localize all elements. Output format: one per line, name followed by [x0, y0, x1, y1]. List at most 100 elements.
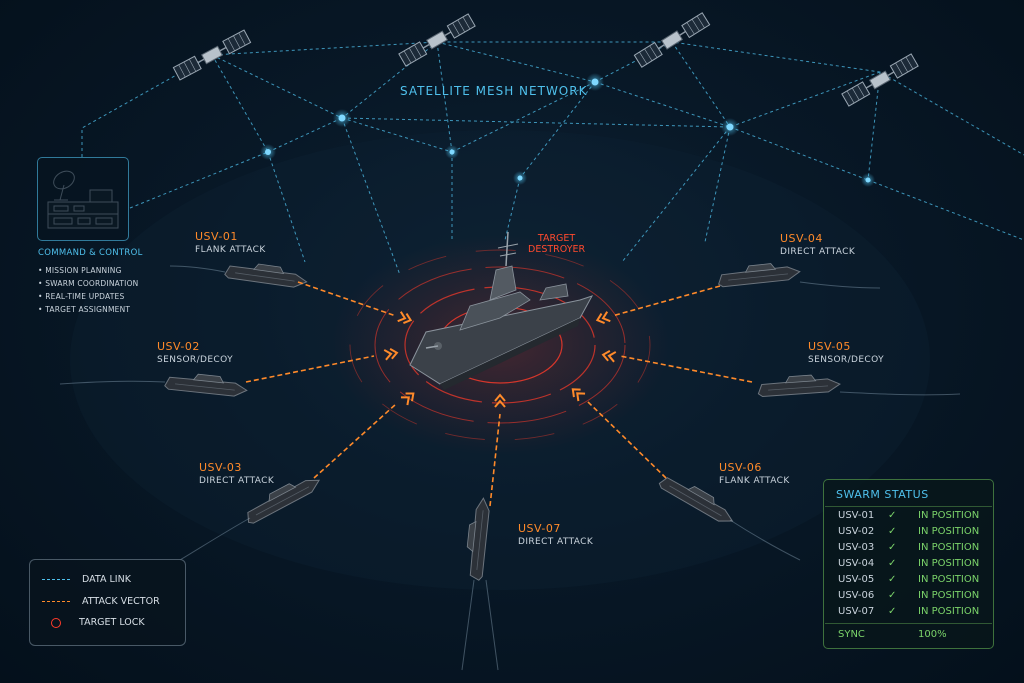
- data-link-line: [504, 177, 521, 241]
- data-link-line: [211, 54, 343, 119]
- status-state: IN POSITION: [918, 526, 980, 537]
- status-state: IN POSITION: [918, 558, 980, 569]
- satellite-icon: [633, 12, 711, 68]
- status-usv-id: USV-05: [838, 574, 875, 585]
- status-usv-id: USV-03: [838, 542, 875, 553]
- usv-label-02: USV-02 SENSOR/DECOY: [157, 340, 233, 365]
- status-usv-id: USV-01: [838, 510, 875, 521]
- attack-vectors: [245, 281, 753, 507]
- legend-label: DATA LINK: [82, 574, 131, 585]
- attack-vector-line: [619, 355, 753, 383]
- usv-role: FLANK ATTACK: [195, 245, 266, 255]
- status-row: USV-04 ✓ IN POSITION: [838, 558, 988, 574]
- legend-label: ATTACK VECTOR: [82, 596, 160, 607]
- command-control-item: TARGET ASSIGNMENT: [38, 303, 139, 316]
- divider: [825, 506, 992, 507]
- target-destroyer-ship: [409, 231, 594, 390]
- status-row: USV-03 ✓ IN POSITION: [838, 542, 988, 558]
- status-usv-id: USV-02: [838, 526, 875, 537]
- attack-vector-line: [585, 399, 667, 479]
- target-label: TARGET DESTROYER: [528, 233, 585, 255]
- check-icon: ✓: [888, 606, 897, 617]
- data-link-line: [436, 41, 596, 83]
- status-state: IN POSITION: [918, 606, 980, 617]
- usv-role: FLANK ATTACK: [719, 476, 790, 486]
- swarm-status-title: SWARM STATUS: [836, 488, 929, 501]
- usv-label-07: USV-07 DIRECT ATTACK: [518, 522, 593, 547]
- data-link-line: [341, 117, 401, 276]
- boat-wakes: [59, 265, 961, 671]
- usv-name: USV-05: [808, 340, 851, 353]
- status-row: USV-07 ✓ IN POSITION: [838, 606, 988, 622]
- data-link-line: [267, 117, 343, 153]
- divider: [825, 623, 992, 624]
- command-control-list: MISSION PLANNING SWARM COORDINATION REAL…: [38, 264, 139, 316]
- legend-item-data-link: DATA LINK: [42, 574, 131, 588]
- usv-role: DIRECT ATTACK: [518, 537, 594, 547]
- usv-role: DIRECT ATTACK: [780, 247, 856, 257]
- data-link-line: [867, 179, 1024, 241]
- data-link-line: [341, 117, 453, 153]
- usv-name: USV-04: [780, 232, 823, 245]
- data-link-line: [211, 54, 269, 153]
- data-link-line: [867, 71, 881, 181]
- status-state: IN POSITION: [918, 542, 980, 553]
- status-row: USV-05 ✓ IN POSITION: [838, 574, 988, 590]
- satellite-icon: [172, 29, 252, 81]
- legend-item-target-lock: TARGET LOCK: [42, 617, 145, 631]
- data-links: [81, 41, 1024, 276]
- usv-label-05: USV-05 SENSOR/DECOY: [808, 340, 884, 365]
- usv-role: SENSOR/DECOY: [157, 355, 234, 365]
- usv-role: DIRECT ATTACK: [199, 476, 275, 486]
- usv-name: USV-06: [719, 461, 762, 474]
- usv-label-04: USV-04 DIRECT ATTACK: [780, 232, 855, 257]
- data-link-line: [451, 81, 596, 153]
- data-link-line: [267, 151, 306, 263]
- attack-vector-line: [313, 403, 397, 479]
- data-link-line: [621, 126, 731, 263]
- sync-value: 100%: [918, 629, 947, 640]
- satellite-icon: [398, 13, 476, 67]
- check-icon: ✓: [888, 542, 897, 553]
- data-link-line: [729, 71, 881, 128]
- check-icon: ✓: [888, 574, 897, 585]
- target-lock-swatch-icon: [51, 617, 61, 628]
- attack-vector-line: [297, 281, 397, 317]
- usv-name: USV-03: [199, 461, 242, 474]
- data-link-line: [129, 151, 269, 209]
- command-control-item: REAL-TIME UPDATES: [38, 290, 139, 303]
- sync-label: SYNC: [838, 629, 865, 640]
- data-link-line: [671, 41, 731, 128]
- usv-name: USV-02: [157, 340, 200, 353]
- swarm-status-panel: SWARM STATUS USV-01 ✓ IN POSITION USV-02…: [823, 479, 994, 649]
- status-usv-id: USV-07: [838, 606, 875, 617]
- attack-vector-line: [245, 355, 375, 383]
- data-link-line: [729, 126, 869, 181]
- satellite-icon: [841, 53, 919, 107]
- command-control-title: COMMAND & CONTROL: [38, 248, 143, 258]
- data-link-line: [704, 126, 731, 243]
- usv-name: USV-01: [195, 230, 238, 243]
- target-label-line2: DESTROYER: [528, 244, 586, 255]
- status-row: USV-01 ✓ IN POSITION: [838, 510, 988, 526]
- check-icon: ✓: [888, 558, 897, 569]
- check-icon: ✓: [888, 510, 897, 521]
- check-icon: ✓: [888, 526, 897, 537]
- legend-item-attack-vector: ATTACK VECTOR: [42, 596, 160, 610]
- attack-vector-swatch-icon: [42, 601, 70, 602]
- status-state: IN POSITION: [918, 510, 980, 521]
- data-link-line: [436, 41, 453, 153]
- data-link-line: [594, 81, 731, 128]
- status-row: USV-02 ✓ IN POSITION: [838, 526, 988, 542]
- legend-label: TARGET LOCK: [79, 617, 145, 628]
- attack-vector-line: [611, 285, 721, 317]
- network-title: SATELLITE MESH NETWORK: [400, 84, 588, 98]
- status-state: IN POSITION: [918, 590, 980, 601]
- target-lock-rings: [349, 249, 651, 441]
- data-link-line: [519, 81, 596, 179]
- network-nodes: [260, 73, 875, 187]
- status-usv-id: USV-06: [838, 590, 875, 601]
- usv-name: USV-07: [518, 522, 561, 535]
- legend-panel: DATA LINK ATTACK VECTOR TARGET LOCK: [29, 559, 186, 646]
